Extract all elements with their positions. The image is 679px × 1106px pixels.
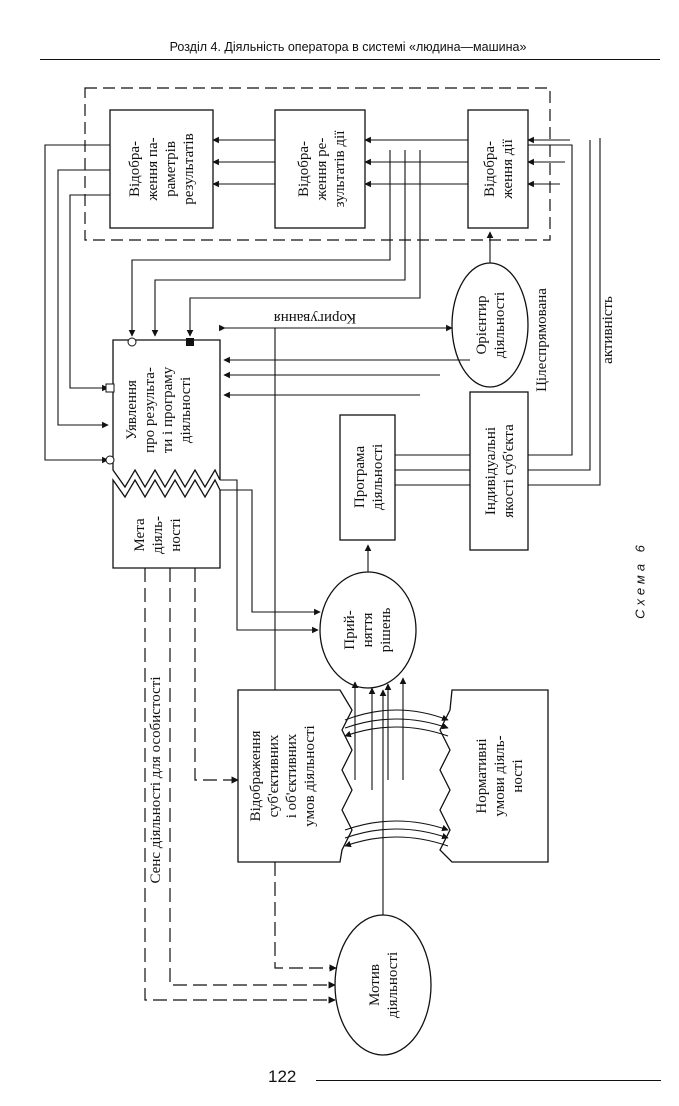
idea-box xyxy=(112,339,221,489)
svg-text:зультатів дії: зультатів дії xyxy=(332,130,348,208)
motive-label: Мотив діяльності xyxy=(367,952,401,1018)
marker-circle xyxy=(105,455,115,465)
page-number-rule xyxy=(316,1080,661,1081)
svg-text:Уявлення: Уявлення xyxy=(124,380,140,440)
display-action-box xyxy=(467,109,529,229)
motive-ellipse xyxy=(334,914,432,1056)
scheme-label: Схема 6 xyxy=(632,541,648,619)
marker-circle xyxy=(127,337,137,347)
svg-text:результатів: результатів xyxy=(181,133,197,204)
svg-text:Відобра-: Відобра- xyxy=(482,141,498,197)
svg-text:Мотив: Мотив xyxy=(367,964,383,1006)
svg-text:ження дії: ження дії xyxy=(500,138,516,199)
display-results-label: Відобра- ження ре- зультатів дії xyxy=(296,130,348,208)
svg-text:ження ре-: ження ре- xyxy=(314,138,330,202)
svg-text:діяльності: діяльності xyxy=(385,952,401,1018)
svg-text:суб'єктивних: суб'єктивних xyxy=(266,734,282,817)
goal-box xyxy=(112,477,221,569)
display-params-label: Відобра- ження па- раметрів результатів xyxy=(127,133,197,204)
orientation-ellipse xyxy=(451,262,529,388)
svg-text:про результа-: про результа- xyxy=(142,367,158,453)
svg-text:Прий-: Прий- xyxy=(342,610,358,649)
idea-label: Уявлення про результа- ти і програму дія… xyxy=(124,366,194,453)
program-box xyxy=(339,414,396,541)
svg-text:Орієнтир: Орієнтир xyxy=(474,295,490,354)
display-action-label: Відобра- ження дії xyxy=(482,138,516,199)
svg-text:Відобра-: Відобра- xyxy=(127,141,143,197)
svg-text:якості суб'єкта: якості суб'єкта xyxy=(501,424,517,518)
reflection-box xyxy=(237,689,353,863)
svg-text:раметрів: раметрів xyxy=(163,141,179,197)
svg-text:і об'єктивних: і об'єктивних xyxy=(284,733,300,818)
display-params-box xyxy=(109,109,214,229)
individual-box xyxy=(469,391,529,551)
svg-text:няття: няття xyxy=(360,613,376,648)
goal-label: Мета діяль- ності xyxy=(132,516,184,554)
purposeful-label: Цілеспрямована xyxy=(534,288,550,392)
svg-text:Відображення: Відображення xyxy=(248,730,264,821)
svg-text:діяльності: діяльності xyxy=(370,444,386,510)
decision-label: Прий- няття рішень xyxy=(342,607,394,652)
svg-text:ження па-: ження па- xyxy=(145,137,161,201)
page-number: 122 xyxy=(268,1067,297,1086)
svg-text:діяль-: діяль- xyxy=(150,516,166,554)
normative-label: Нормативні умови діяль- ності xyxy=(474,735,526,816)
svg-text:умови діяль-: умови діяль- xyxy=(492,735,508,816)
svg-text:діяльності: діяльності xyxy=(178,377,194,443)
svg-text:ти і програму: ти і програму xyxy=(160,366,176,453)
marker-square xyxy=(105,383,115,393)
page-header: Розділ 4. Діяльність оператора в системі… xyxy=(169,40,527,54)
reflection-label: Відображення суб'єктивних і об'єктивних … xyxy=(248,725,318,826)
individual-label: Індивідуальні якості суб'єкта xyxy=(483,424,517,518)
svg-text:умов діяльності: умов діяльності xyxy=(302,725,318,826)
display-group-frame xyxy=(84,87,551,241)
normative-box xyxy=(439,689,549,863)
dashed-lines xyxy=(144,568,337,1004)
svg-text:ності: ності xyxy=(510,759,526,792)
display-results-box xyxy=(274,109,366,229)
svg-text:ності: ності xyxy=(168,518,184,551)
program-label: Програма діяльності xyxy=(352,444,386,510)
svg-text:Відобра-: Відобра- xyxy=(296,141,312,197)
sense-label: Сенс діяльності для особистості xyxy=(148,676,164,883)
marker-square-filled xyxy=(186,338,194,346)
svg-text:Мета: Мета xyxy=(132,518,148,552)
svg-text:рішень: рішень xyxy=(378,607,394,652)
correction-label: Коригування xyxy=(274,310,357,326)
header-rule xyxy=(40,59,660,60)
svg-text:діяльності: діяльності xyxy=(492,292,508,358)
svg-text:Програма: Програма xyxy=(352,446,368,509)
connection-lines xyxy=(44,136,601,915)
activity-label: активність xyxy=(600,296,616,364)
svg-text:Індивідуальні: Індивідуальні xyxy=(483,427,499,515)
svg-text:Нормативні: Нормативні xyxy=(474,738,490,813)
orientation-label: Орієнтир діяльності xyxy=(474,292,508,358)
